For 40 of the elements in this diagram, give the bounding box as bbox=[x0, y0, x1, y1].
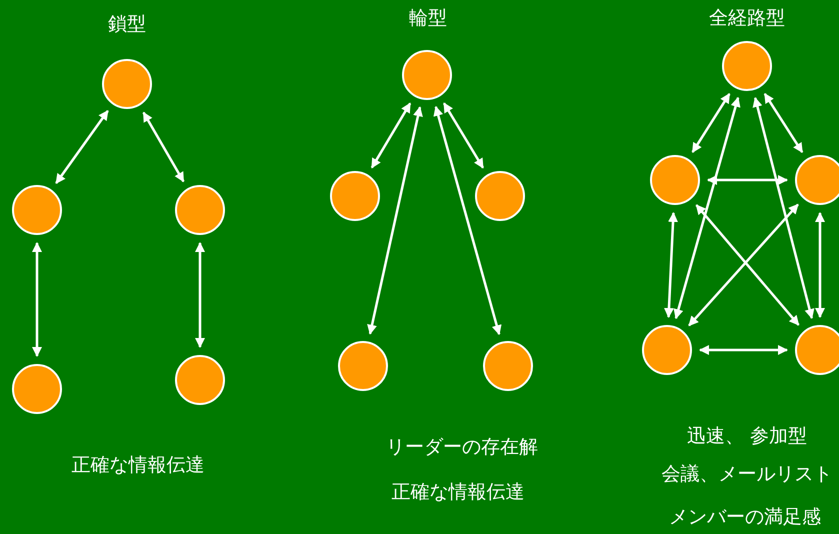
member-circle bbox=[12, 185, 62, 235]
member-circle bbox=[175, 185, 225, 235]
note-text: リーダーの存在解 bbox=[386, 435, 538, 459]
member-circle bbox=[795, 325, 839, 375]
member-circle bbox=[330, 171, 380, 221]
double-arrow bbox=[32, 242, 42, 357]
double-arrow bbox=[55, 110, 109, 184]
note-text: 会議、メールリスト bbox=[662, 462, 832, 486]
heading: 全経路型 bbox=[709, 6, 785, 30]
double-arrow bbox=[752, 97, 814, 319]
double-arrow bbox=[195, 242, 205, 348]
member-circle bbox=[642, 325, 692, 375]
member-circle bbox=[12, 364, 62, 414]
double-arrow bbox=[764, 92, 804, 154]
double-arrow bbox=[370, 102, 412, 168]
note-text: 正確な情報伝達 bbox=[392, 480, 524, 504]
double-arrow bbox=[692, 93, 730, 153]
member-circle bbox=[650, 155, 700, 205]
heading: 輪型 bbox=[409, 6, 447, 30]
member-circle bbox=[722, 41, 772, 91]
note-text: 迅速、 参加型 bbox=[687, 424, 808, 448]
member-circle bbox=[795, 155, 839, 205]
member-circle bbox=[175, 355, 225, 405]
double-arrow bbox=[707, 175, 788, 185]
heading: 鎖型 bbox=[108, 12, 146, 36]
member-circle bbox=[102, 59, 152, 109]
double-arrow bbox=[433, 106, 502, 336]
member-circle bbox=[483, 341, 533, 391]
double-arrow bbox=[142, 112, 185, 182]
double-arrow bbox=[699, 345, 788, 355]
member-circle bbox=[402, 50, 452, 100]
double-arrow bbox=[674, 96, 740, 320]
note-text: 正確な情報伝達 bbox=[72, 453, 204, 477]
double-arrow bbox=[442, 102, 484, 169]
member-circle bbox=[475, 171, 525, 221]
member-circle bbox=[338, 341, 388, 391]
double-arrow bbox=[664, 212, 678, 318]
double-arrow bbox=[815, 212, 825, 318]
note-text: メンバーの満足感 bbox=[669, 505, 821, 529]
double-arrow bbox=[367, 106, 423, 335]
